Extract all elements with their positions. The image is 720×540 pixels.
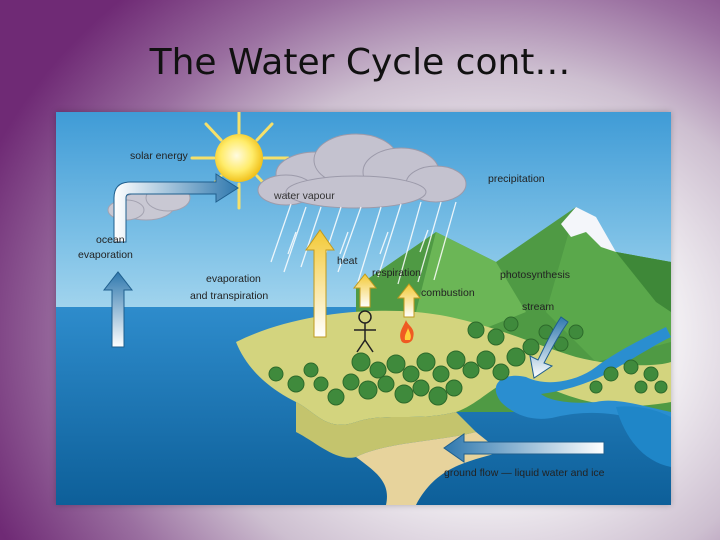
combustion-arrow [396,283,422,318]
transpiration-arrow [305,229,335,338]
ground-flow-arrow [443,433,605,463]
label-evaporation: evaporation [78,249,133,261]
slide-title: The Water Cycle cont… [149,42,571,83]
label-solar-energy: solar energy [130,150,189,162]
respiration-arrow [352,273,378,308]
label-photosynthesis: photosynthesis [500,269,570,281]
river [495,327,671,424]
ocean-evaporation-arrow [102,271,134,348]
trees [268,316,668,406]
label-ground-flow: ground flow — liquid water and ice [444,467,605,479]
label-heat: heat [337,255,358,267]
person-icon [354,310,376,353]
label-ocean: ocean [96,234,125,246]
label-precipitation: precipitation [488,173,545,185]
label-stream: stream [522,301,554,313]
stream-arrow [529,316,569,379]
ocean-to-cloud-arrow [113,173,239,243]
water-cycle-diagram: solar energy water vapour precipitation … [56,112,671,505]
label-evap-transpiration-1: evaporation [206,273,261,285]
label-evap-transpiration-2: and transpiration [190,290,268,302]
label-water-vapour: water vapour [273,190,335,202]
label-respiration: respiration [372,267,421,279]
fire-icon [400,320,414,344]
rain-cloud [257,133,467,209]
label-combustion: combustion [421,287,475,299]
rain [270,201,457,285]
